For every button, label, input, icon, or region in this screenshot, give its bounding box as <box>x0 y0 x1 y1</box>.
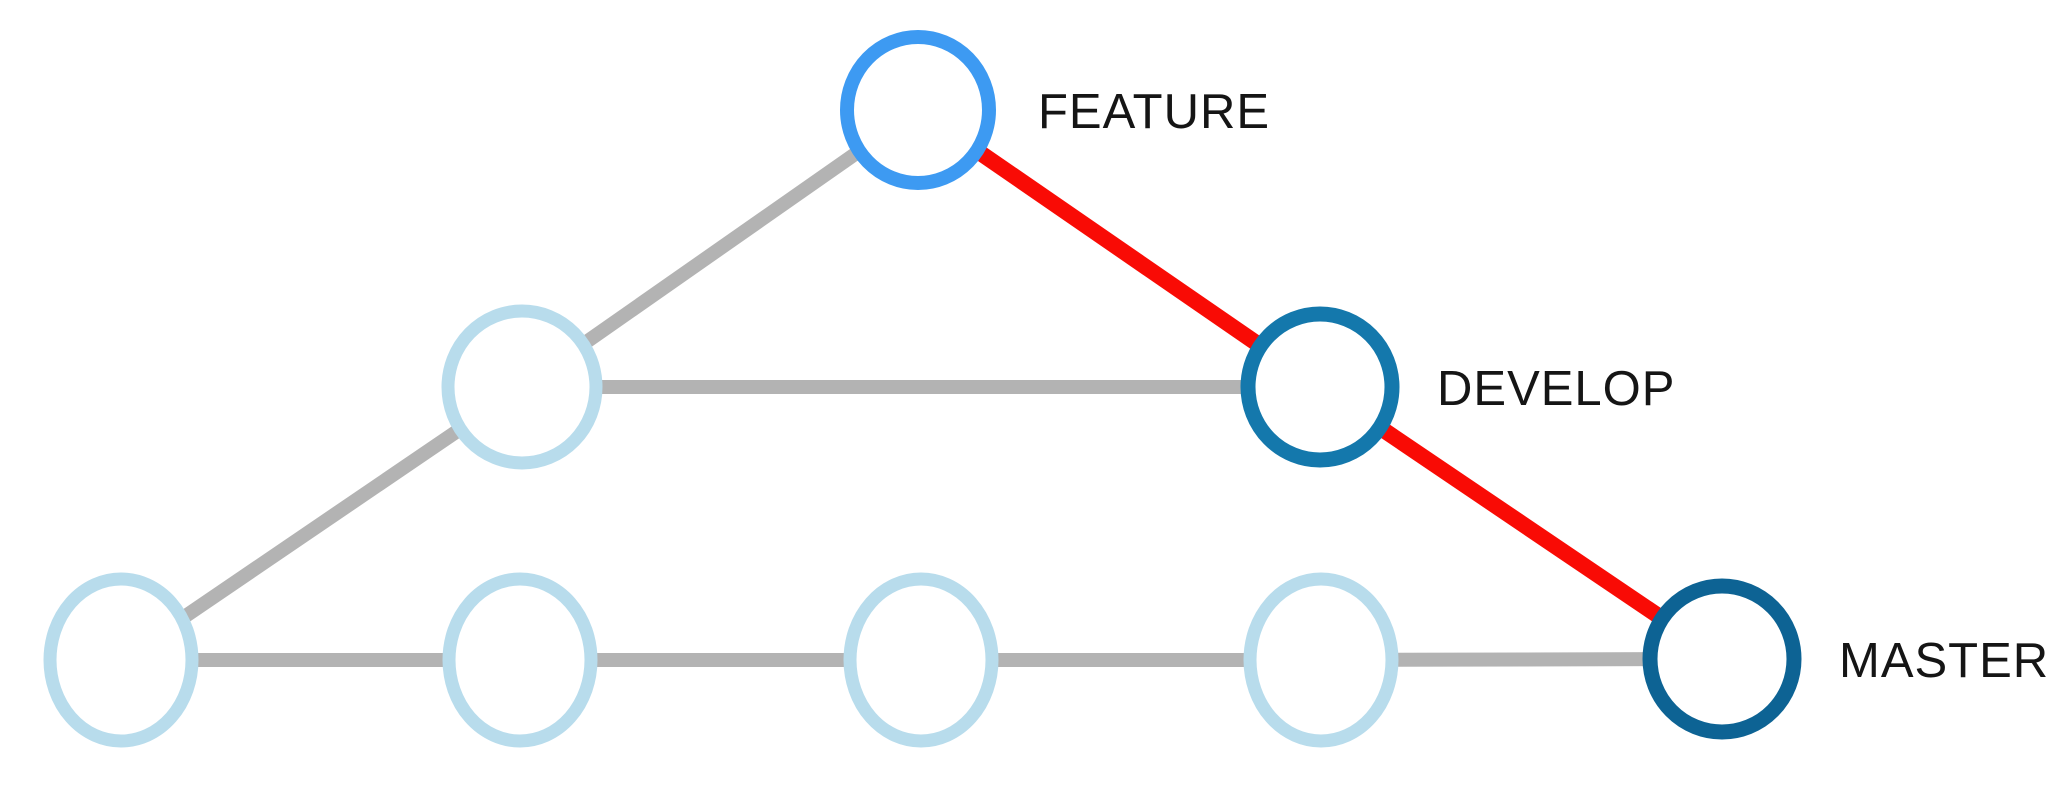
nodes-layer <box>43 30 1802 748</box>
branch-label-develop-head: DEVELOP <box>1437 362 1675 416</box>
edge-merge-develop-master <box>1315 380 1727 666</box>
node-master-head <box>1642 578 1802 740</box>
branch-label-master-head: MASTER <box>1839 634 2049 688</box>
node-feature-head <box>840 30 996 190</box>
node-master-commit-3 <box>843 572 999 748</box>
node-develop-head <box>1240 306 1400 468</box>
node-develop-commit-1 <box>441 304 603 470</box>
branch-label-feature-head: FEATURE <box>1038 85 1270 139</box>
node-master-commit-2 <box>442 572 598 748</box>
edge-merge-feature-develop <box>913 103 1325 394</box>
labels-layer: FEATURE DEVELOP MASTER <box>1038 85 2049 688</box>
node-master-commit-4 <box>1243 572 1399 748</box>
node-master-commit-1 <box>43 572 199 748</box>
